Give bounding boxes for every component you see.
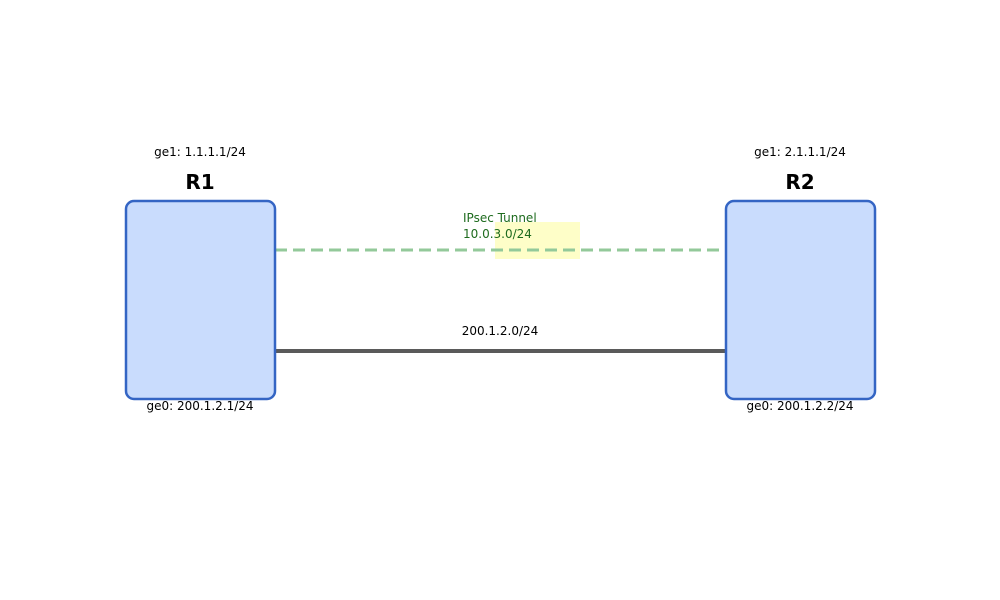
router-r2-ge1-interface: ge1: 2.1.1.1/24 [754,145,846,159]
physical-link-subnet: 200.1.2.0/24 [462,324,539,338]
router-r1-ge1-interface: ge1: 1.1.1.1/24 [154,145,246,159]
router-r1[interactable]: R1 ge1: 1.1.1.1/24 ge0: 200.1.2.1/24 [124,145,277,413]
tunnel-title: IPsec Tunnel [463,211,537,225]
router-r2-name: R2 [785,170,814,194]
router-r1-ge0-interface: ge0: 200.1.2.1/24 [146,399,253,413]
router-r2-box[interactable] [724,199,877,401]
router-r1-name: R1 [185,170,214,194]
tunnel-subnet: 10.0.3.0/24 [463,227,532,241]
router-r1-box[interactable] [124,199,277,401]
router-r2-ge0-interface: ge0: 200.1.2.2/24 [746,399,853,413]
router-r2[interactable]: R2 ge1: 2.1.1.1/24 ge0: 200.1.2.2/24 [724,145,877,413]
tunnel-label-background [495,222,580,259]
